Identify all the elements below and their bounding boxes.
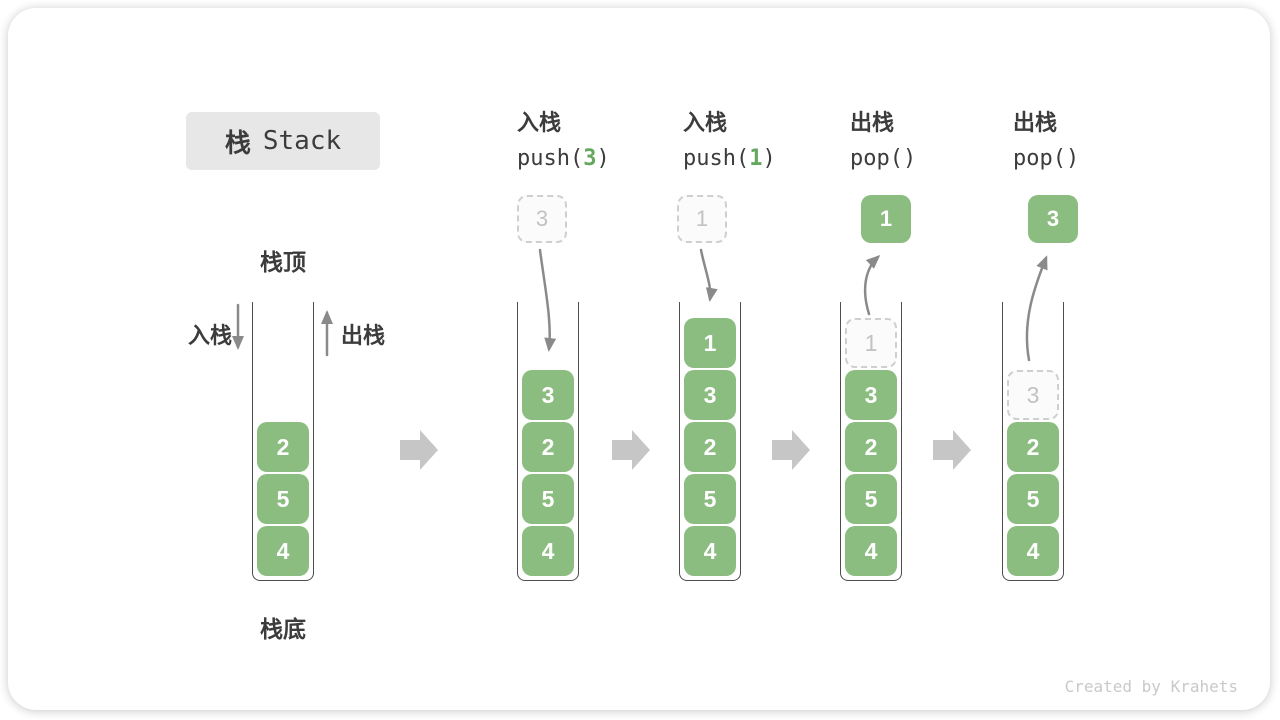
op-label: 出栈	[1013, 110, 1058, 135]
stack-cell: 3	[845, 370, 897, 420]
stack-initial: 2 5 4	[252, 302, 314, 581]
stack-cell: 5	[257, 474, 309, 524]
stack-cell: 5	[1007, 474, 1059, 524]
popped-element-box: 3	[1028, 195, 1078, 243]
incoming-element-box: 1	[677, 195, 727, 243]
stack-cell: 4	[522, 526, 574, 576]
watermark: Created by Krahets	[1064, 677, 1238, 696]
op-header-pop-1: 出栈 pop()	[850, 105, 916, 171]
stack-cell: 2	[522, 422, 574, 472]
stack-after-push-3: 3 2 5 4	[517, 302, 579, 581]
pop-side-label: 出栈	[341, 323, 386, 348]
title-en: Stack	[262, 126, 342, 156]
title-zh: 栈	[224, 127, 251, 158]
code-post: )	[596, 146, 610, 171]
code-pre: push(	[517, 146, 584, 171]
stack-after-push-1: 1 3 2 5 4	[679, 302, 741, 581]
stack-cell: 4	[1007, 526, 1059, 576]
stack-cell: 2	[1007, 422, 1059, 472]
stack-cell: 5	[845, 474, 897, 524]
op-header-push-3: 入栈 push(3)	[517, 105, 610, 171]
stack-after-pop-1: 1 3 2 5 4	[840, 302, 902, 581]
stack-cell: 4	[257, 526, 309, 576]
stack-cell: 4	[684, 526, 736, 576]
stack-bottom-label: 栈底	[260, 616, 306, 642]
stack-cell: 2	[684, 422, 736, 472]
op-code: push(3)	[517, 146, 610, 171]
op-label: 入栈	[683, 110, 728, 135]
code-pre: pop(	[1013, 146, 1066, 171]
op-header-push-1: 入栈 push(1)	[683, 105, 776, 171]
stack-cell: 2	[257, 422, 309, 472]
stack-after-pop-2: 3 2 5 4	[1002, 302, 1064, 581]
title-badge: 栈 Stack	[186, 112, 380, 170]
stack-top-label: 栈顶	[260, 249, 306, 275]
code-post: )	[762, 146, 776, 171]
op-label: 入栈	[517, 110, 562, 135]
stack-cell-ghost: 1	[845, 318, 897, 368]
code-post: )	[902, 146, 917, 171]
stack-cell-ghost: 3	[1007, 370, 1059, 420]
code-pre: pop(	[850, 146, 903, 171]
stack-cell: 3	[522, 370, 574, 420]
op-code: pop()	[850, 146, 916, 171]
incoming-element-box: 3	[517, 195, 567, 243]
op-code: pop()	[1013, 146, 1079, 171]
popped-element-box: 1	[861, 195, 911, 243]
stack-cell: 3	[684, 370, 736, 420]
stack-cell: 2	[845, 422, 897, 472]
code-arg: 3	[583, 146, 597, 171]
stack-cell: 5	[684, 474, 736, 524]
op-header-pop-2: 出栈 pop()	[1013, 105, 1079, 171]
code-post: )	[1065, 146, 1080, 171]
stack-cell: 5	[522, 474, 574, 524]
code-arg: 1	[749, 146, 763, 171]
code-pre: push(	[683, 146, 750, 171]
push-side-label: 入栈	[187, 323, 232, 348]
stack-cell: 4	[845, 526, 897, 576]
stack-cell: 1	[684, 318, 736, 368]
op-label: 出栈	[850, 110, 895, 135]
op-code: push(1)	[683, 146, 776, 171]
